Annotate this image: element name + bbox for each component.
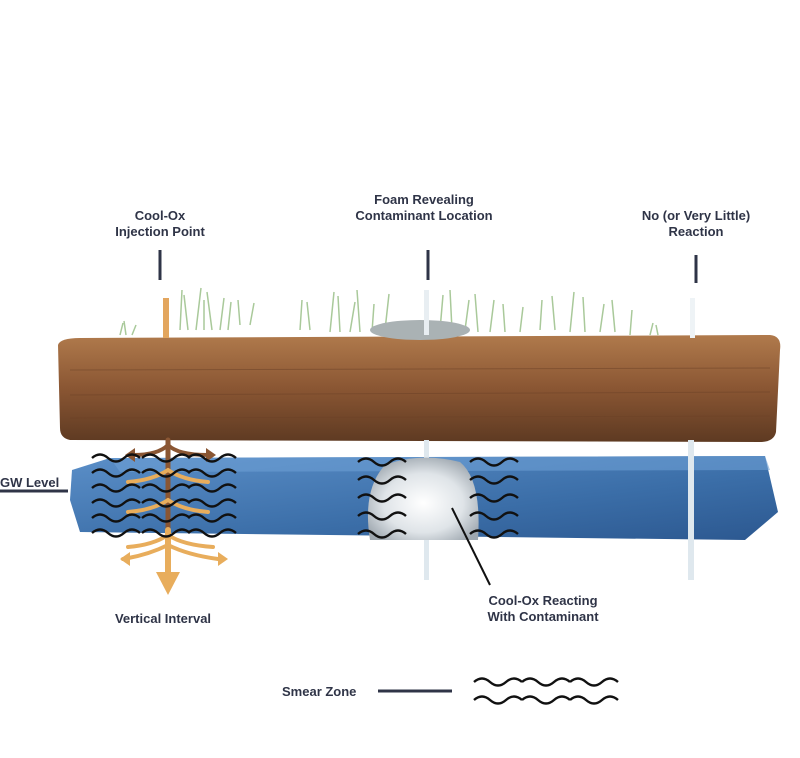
contaminant-foam xyxy=(367,457,479,540)
label-line: With Contaminant xyxy=(487,609,599,624)
label-line: No (or Very Little) xyxy=(641,208,751,223)
label-vertical-interval: Vertical Interval xyxy=(114,611,212,626)
foam-well xyxy=(424,290,429,335)
control-well xyxy=(690,298,695,338)
soil-layer xyxy=(58,335,781,442)
foam-surface-patch xyxy=(370,320,470,340)
legend-wave-icon xyxy=(472,677,620,705)
label-foam: Foam Revealing Contaminant Location xyxy=(334,192,514,224)
injection-well xyxy=(163,298,169,338)
label-no-reaction: No (or Very Little) Reaction xyxy=(616,208,776,240)
label-reacting: Cool-Ox Reacting With Contaminant xyxy=(463,593,623,625)
grass xyxy=(119,287,659,336)
label-line: Foam Revealing xyxy=(374,192,474,207)
label-gw-level: GW Level xyxy=(0,475,60,490)
label-line: Cool-Ox Reacting xyxy=(488,593,598,608)
legend-smear-zone-label: Smear Zone xyxy=(282,684,357,699)
label-line: Cool-Ox xyxy=(134,208,186,223)
label-line: Reaction xyxy=(668,224,724,239)
label-injection-point: Cool-Ox Injection Point xyxy=(100,208,220,240)
label-line: Contaminant Location xyxy=(355,208,493,223)
label-line: Injection Point xyxy=(115,224,205,239)
